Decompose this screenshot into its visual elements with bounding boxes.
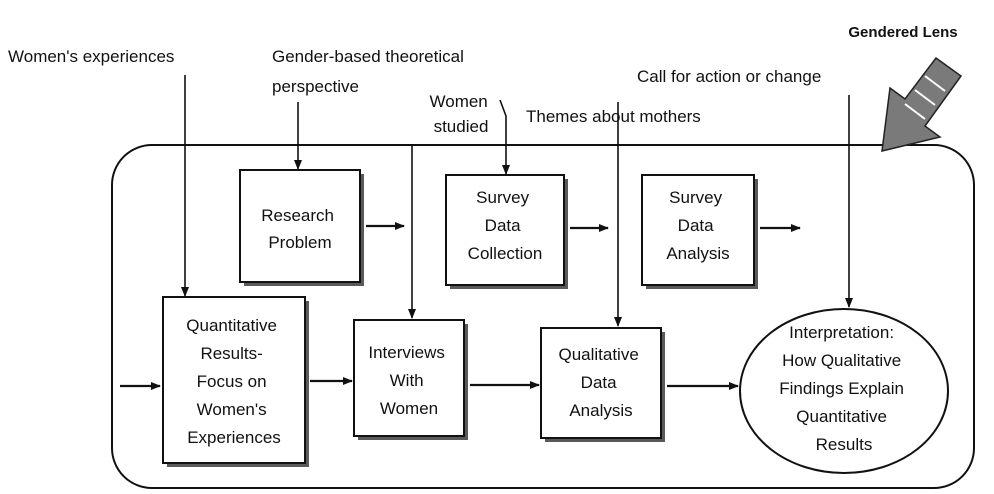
box-interviews-line: With <box>390 371 424 390</box>
framework-boundary <box>111 144 975 489</box>
label-gender-perspective-line: perspective <box>272 77 359 96</box>
box-qualitative-line: Analysis <box>569 401 632 420</box>
ellipse-interpretation-line: Findings Explain <box>779 379 904 398</box>
ellipse-interpretation-line: Results <box>816 435 873 454</box>
box-survey-data-collection: Survey Data Collection <box>445 174 568 289</box>
label-women-studied: Women studied <box>430 92 493 136</box>
label-call-for-action: Call for action or change <box>637 67 821 86</box>
box-qualitative-data-analysis: Qualitative Data Analysis <box>540 327 665 442</box>
box-qualitative-line: Qualitative <box>558 345 638 364</box>
svg-text:Survey Data Collec: Survey Data Collection <box>468 188 543 263</box>
arrow-women-studied <box>499 99 510 175</box>
box-research-problem-line: Research <box>261 206 334 225</box>
ellipse-interpretation-line: Interpretation: <box>789 323 894 342</box>
gendered-lens-arrow-icon <box>881 56 963 152</box>
box-research-problem: Research Problem <box>239 169 364 286</box>
box-survey-analysis-line: Survey <box>669 188 722 207</box>
box-quantitative-line: Experiences <box>187 428 281 447</box>
svg-text:Qualitative Data A: Qualitative Data Analysis <box>558 345 643 420</box>
ellipse-interpretation: Interpretation: How Qualitative Findings… <box>739 308 949 474</box>
box-quantitative-line: Women's <box>197 400 267 419</box>
svg-text:Research Problem: Research Problem <box>261 206 339 252</box>
label-gender-perspective-line: Gender-based theoretical <box>272 47 464 66</box>
box-quantitative-line: Results- <box>200 344 262 363</box>
box-quantitative-line: Quantitative <box>186 316 277 335</box>
box-research-problem-line: Problem <box>268 233 331 252</box>
box-survey-analysis-line: Analysis <box>666 244 729 263</box>
svg-text:Interviews With Wo: Interviews With Women <box>368 343 449 418</box>
box-survey-analysis-line: Data <box>678 216 714 235</box>
svg-text:Survey Data Analys: Survey Data Analysis <box>666 188 729 263</box>
label-womens-experiences: Women's experiences <box>8 47 174 66</box>
svg-text:Interpretation: How Qual: Interpretation: How Qualitative Findings… <box>779 323 908 454</box>
box-survey-collection-line: Data <box>485 216 521 235</box>
label-themes-about-mothers: Themes about mothers <box>526 107 701 126</box>
ellipse-interpretation-line: How Qualitative <box>782 351 901 370</box>
box-interviews-line: Interviews <box>368 343 445 362</box>
box-quantitative-line: Focus on <box>197 372 267 391</box>
label-women-studied-line: studied <box>434 117 489 136</box>
box-qualitative-line: Data <box>581 373 617 392</box>
box-survey-collection-line: Survey <box>476 188 529 207</box>
label-women-studied-line: Women <box>430 92 488 111</box>
box-interviews-with-women: Interviews With Women <box>353 319 468 440</box>
lens-title: Gendered Lens <box>848 24 957 41</box>
ellipse-interpretation-line: Quantitative <box>796 407 887 426</box>
box-interviews-line: Women <box>380 399 438 418</box>
label-gender-perspective: Gender-based theoretical perspective <box>272 47 469 96</box>
box-survey-collection-line: Collection <box>468 244 543 263</box>
box-survey-data-analysis: Survey Data Analysis <box>641 174 758 289</box>
svg-text:Quantitative Results-: Quantitative Results- Focus on Women's E… <box>186 316 281 447</box>
box-quantitative-results: Quantitative Results- Focus on Women's E… <box>162 296 309 467</box>
